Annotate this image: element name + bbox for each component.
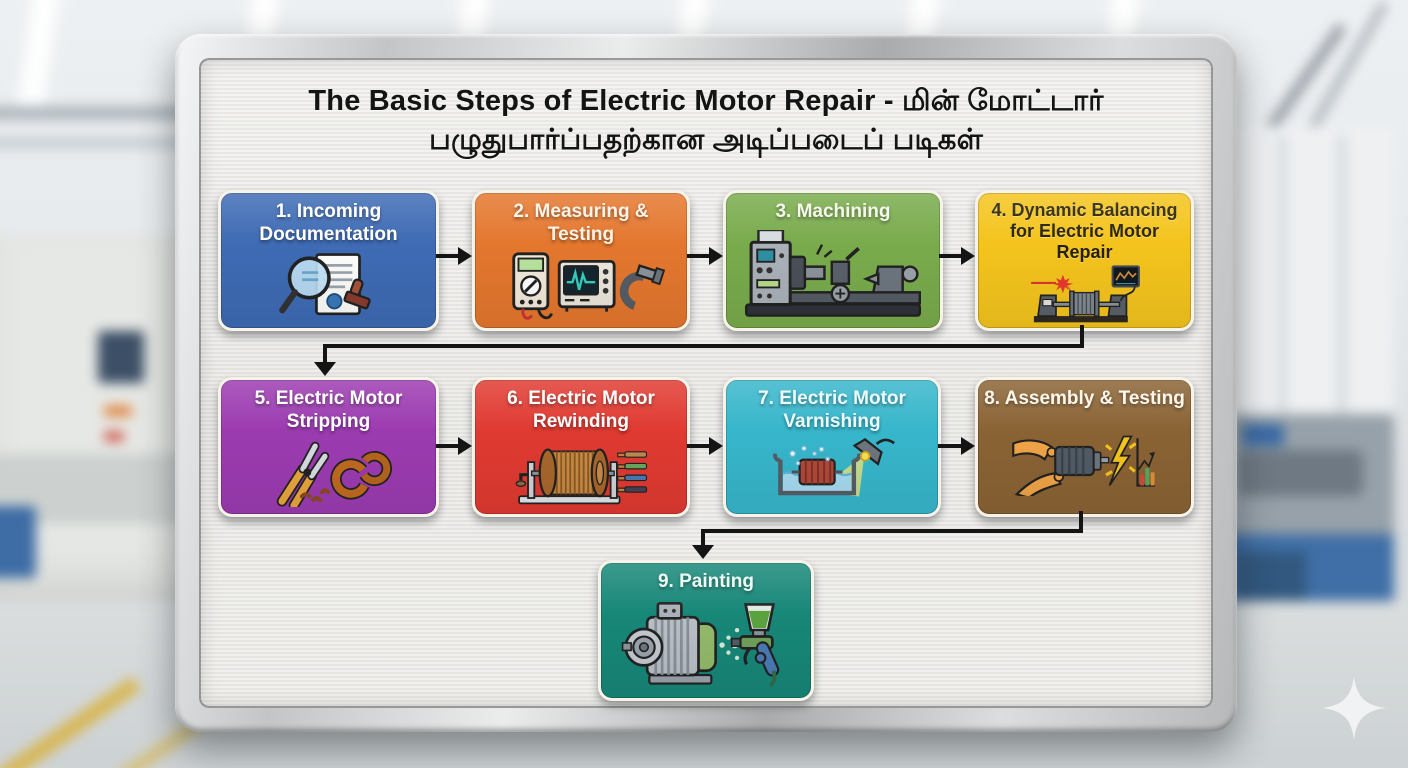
step-card-machining: 3. Machining <box>723 190 943 331</box>
title-line-1: The Basic Steps of Electric Motor Repair… <box>308 85 1104 117</box>
step-label: 2. Measuring & Testing <box>513 201 649 245</box>
lathe-control-right <box>1242 424 1284 446</box>
cabinet-screen <box>98 331 144 383</box>
wire-spool-colored-wires-icon <box>475 433 687 514</box>
step-label: 1. Incoming Documentation <box>259 201 398 245</box>
balancing-rig-laser-monitor-icon <box>978 263 1191 328</box>
cabinet-button <box>104 432 124 441</box>
cabinet-panel <box>1236 552 1306 607</box>
document-magnifier-stamp-icon <box>221 246 436 328</box>
step-label: 6. Electric Motor Rewinding <box>507 388 655 432</box>
cabinet-button <box>104 406 132 416</box>
hands-motor-lightning-chart-icon <box>978 410 1191 514</box>
step-label: 4. Dynamic Balancing for Electric Motor … <box>991 200 1178 262</box>
step-card-assembly-testing: 8. Assembly & Testing <box>975 377 1194 517</box>
sparkle-watermark-icon <box>1322 676 1386 740</box>
step-card-painting: 9. Painting <box>598 560 814 701</box>
step-card-motor-varnishing: 7. Electric Motor Varnishing <box>723 377 941 517</box>
motor-spray-gun-icon <box>601 593 811 698</box>
step-label: 7. Electric Motor Varnishing <box>758 388 906 432</box>
step-card-dynamic-balancing: 4. Dynamic Balancing for Electric Motor … <box>975 190 1194 331</box>
step-label: 5. Electric Motor Stripping <box>254 388 403 432</box>
step-card-motor-rewinding: 6. Electric Motor Rewinding <box>472 377 690 517</box>
machine-left-blue <box>0 506 36 578</box>
pliers-copper-coils-icon <box>221 433 436 514</box>
step-card-motor-stripping: 5. Electric Motor Stripping <box>218 377 439 517</box>
lathe-machine-icon <box>726 223 940 328</box>
multimeter-oscilloscope-micrometer-icon <box>475 246 687 328</box>
wall-panel <box>1278 136 1286 446</box>
step-label: 8. Assembly & Testing <box>984 388 1185 409</box>
poster-title: The Basic Steps of Electric Motor Repair… <box>252 82 1160 160</box>
step-card-incoming-documentation: 1. Incoming Documentation <box>218 190 439 331</box>
title-line-2: பழுதுபார்ப்பதற்கான அடிப்படைப் படிகள் <box>429 124 983 156</box>
varnish-dip-tank-lamp-icon <box>726 433 938 514</box>
step-label: 3. Machining <box>775 201 891 222</box>
step-label: 9. Painting <box>657 571 755 592</box>
step-card-measuring-testing: 2. Measuring & Testing <box>472 190 690 331</box>
ceiling-pipe <box>0 138 256 148</box>
lathe-spindle-right <box>1238 450 1363 496</box>
wall-panel <box>1338 136 1346 446</box>
